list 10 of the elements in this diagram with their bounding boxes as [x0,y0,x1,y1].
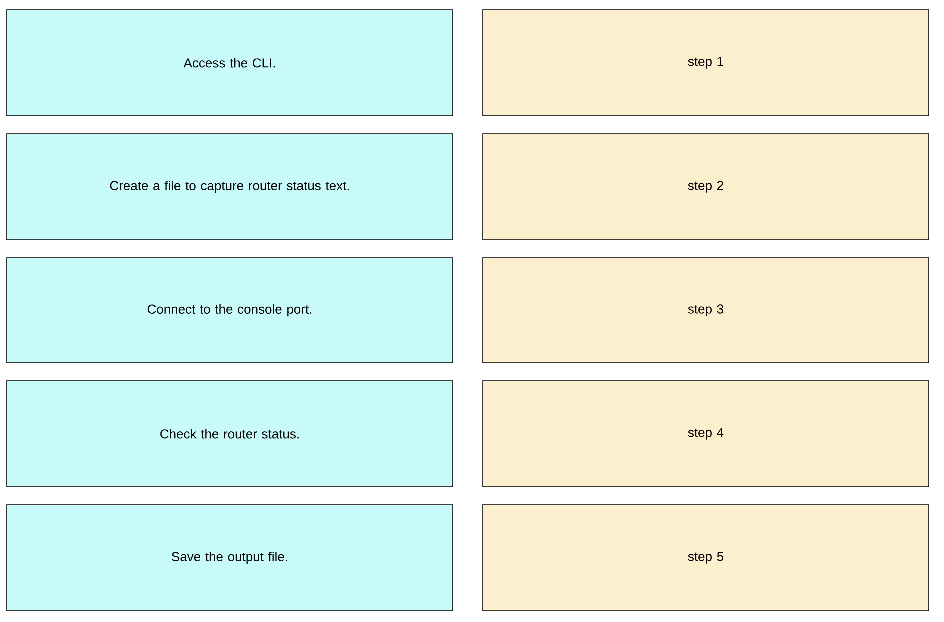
action-box: Connect to the console port. [6,258,454,364]
step-box: step 1 [482,10,930,116]
step-box: step 3 [482,258,930,364]
step-box: step 2 [482,134,930,240]
action-box: Check the router status. [6,380,454,488]
action-box: Save the output file. [6,504,454,612]
action-box: Create a file to capture router status text. [6,134,454,240]
step-box: step 4 [482,380,930,488]
action-box: Access the CLI. [6,10,454,116]
step-box: step 5 [482,504,930,612]
